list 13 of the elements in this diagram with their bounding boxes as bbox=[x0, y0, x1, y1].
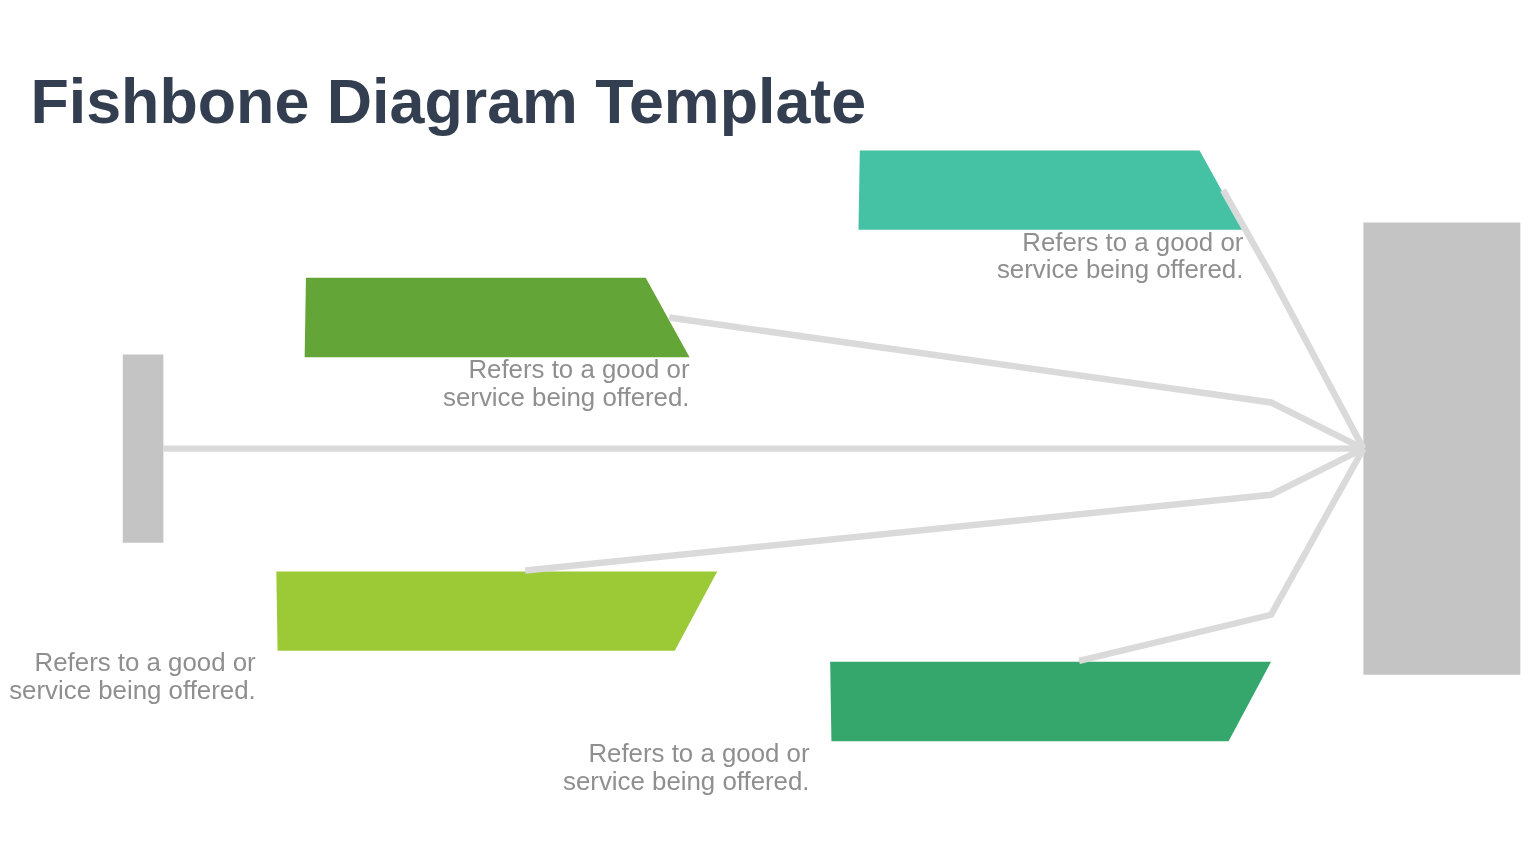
node-parallelogram bbox=[276, 571, 718, 651]
node-parallelogram bbox=[304, 277, 690, 358]
node-parallelogram bbox=[858, 150, 1244, 230]
node-parallelogram bbox=[830, 661, 1272, 742]
node-label: Refers to a good or service being offered. bbox=[443, 354, 690, 411]
node-box bbox=[1363, 222, 1521, 675]
connector bbox=[1078, 447, 1367, 665]
node-box bbox=[122, 354, 164, 543]
diagram-title: Fishbone Diagram Template bbox=[30, 66, 867, 137]
connector bbox=[1220, 188, 1367, 451]
node-label: Refers to a good or service being offered. bbox=[996, 227, 1244, 284]
node-label: Refers to a good or service being offered. bbox=[9, 648, 256, 705]
node-label: Refers to a good or service being offered. bbox=[563, 738, 810, 795]
